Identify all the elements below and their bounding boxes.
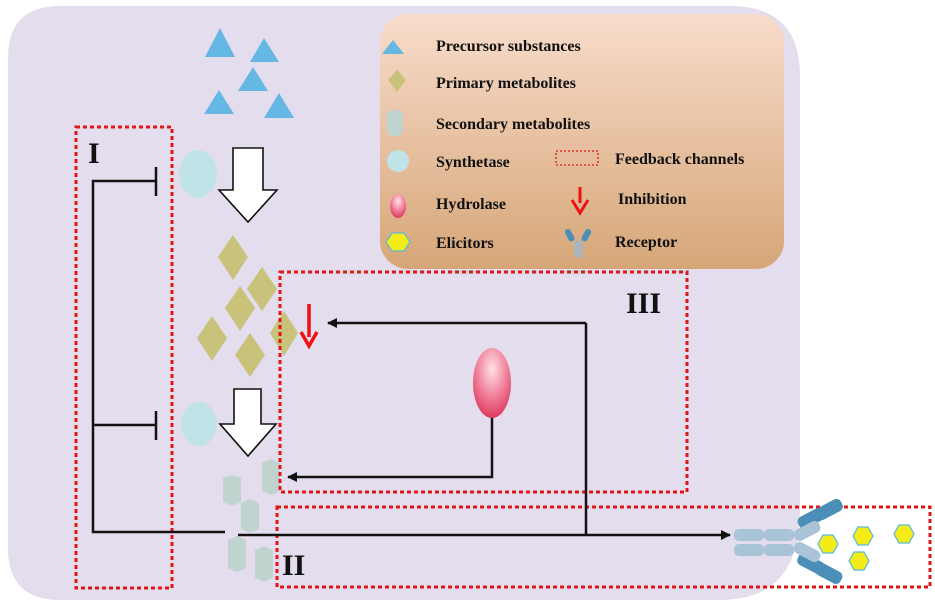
secondary-hexagon <box>241 499 259 533</box>
secondary-hexagon <box>262 459 280 495</box>
receptor-complex <box>734 498 843 584</box>
elicitor-hexagon <box>848 551 870 571</box>
precursor-triangle <box>250 38 279 62</box>
synthetase-enzyme-bottom <box>181 402 217 446</box>
elicitor-hexagon <box>852 526 874 546</box>
synthetase-enzyme-top <box>179 150 217 198</box>
precursor-substances <box>204 28 294 118</box>
synthetase-legend-icon <box>387 150 409 172</box>
inhibition-legend-icon <box>570 187 590 216</box>
secondary-hexagon <box>255 546 273 582</box>
channel-1-pathway <box>91 167 225 534</box>
primary-diamond <box>225 286 255 331</box>
secondary-metabolites <box>223 459 280 582</box>
synthesis-arrow-bottom <box>218 388 278 458</box>
legend-inhibition-label: Inhibition <box>618 191 687 208</box>
legend-receptor-label: Receptor <box>615 234 677 251</box>
feedback-legend-icon <box>555 150 599 166</box>
legend-precursor-label: Precursor substances <box>436 38 581 55</box>
legend-box <box>380 14 784 269</box>
primary-diamond <box>235 333 265 377</box>
inhibition-arrow <box>299 304 319 350</box>
precursor-triangle <box>204 90 234 114</box>
primary-diamond <box>270 311 298 356</box>
elicitor-legend-icon <box>385 232 411 252</box>
precursor-legend-icon <box>382 40 404 54</box>
channel-1-label: I <box>88 137 100 170</box>
primary-diamond <box>247 267 277 311</box>
legend-feedback-label: Feedback channels <box>615 151 744 168</box>
secondary-hexagon <box>223 475 241 506</box>
channel-3-label: III <box>626 287 661 320</box>
elicitor-hexagon <box>893 524 915 544</box>
precursor-triangle <box>264 93 294 118</box>
primary-diamond <box>197 316 227 361</box>
channel-3-pathway <box>287 318 588 535</box>
legend-primary-label: Primary metabolites <box>436 75 576 92</box>
legend-secondary-label: Secondary metabolites <box>436 116 590 133</box>
legend-hydrolase-label: Hydrolase <box>436 196 506 213</box>
primary-legend-icon <box>388 70 406 92</box>
feedback-channel-2-frame <box>275 505 932 589</box>
primary-metabolites <box>197 235 298 377</box>
feedback-channel-1-frame <box>74 125 174 590</box>
elicitor-hexagon <box>817 534 839 554</box>
legend: Precursor substances Primary metabolites… <box>380 14 784 269</box>
precursor-triangle <box>238 67 268 91</box>
precursor-triangle <box>205 28 235 57</box>
legend-elicitors-label: Elicitors <box>436 235 494 252</box>
hydrolase-enzyme <box>473 348 511 418</box>
secondary-legend-icon <box>387 110 403 136</box>
synthesis-arrow-top <box>217 147 279 224</box>
elicitors <box>817 524 915 571</box>
primary-diamond <box>218 235 248 280</box>
feedback-channel-3-frame <box>278 270 689 494</box>
hydrolase-legend-icon <box>390 194 406 218</box>
secondary-hexagon <box>228 536 246 572</box>
legend-synthetase-label: Synthetase <box>436 154 510 171</box>
channel-2-label: II <box>282 549 305 582</box>
